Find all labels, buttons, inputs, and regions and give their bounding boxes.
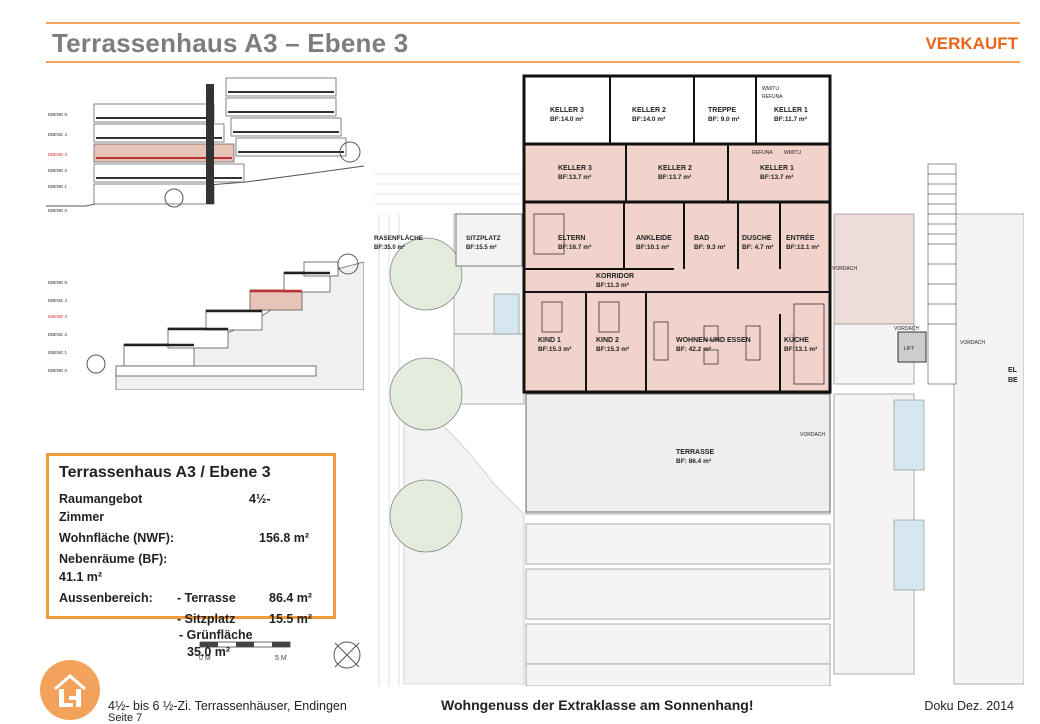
level-label: EBENE 0 <box>48 368 68 373</box>
section-drawing-top: EBENE 5 EBENE 4 EBENE 3 EBENE 2 EBENE 1 … <box>46 66 364 224</box>
canopy-label: VORDACH <box>832 266 857 272</box>
outdoor-label: Aussenbereich: <box>59 591 153 605</box>
room-name: ENTRÉE <box>786 233 815 242</box>
section-drawing-bottom: EBENE 5 EBENE 4 EBENE 3 EBENE 2 EBENE 1 … <box>46 244 364 390</box>
level-label: EBENE 1 <box>48 350 68 355</box>
floor-plan: KELLER 3 BF:14.0 m² KELLER 2 BF:14.0 m² … <box>374 64 1024 686</box>
room-area: BF: 86.4 m² <box>676 458 712 465</box>
room-area: BF:35.0 m² <box>374 244 405 251</box>
terrace-label: - Terrasse <box>177 591 236 605</box>
room-name: KELLER 2 <box>658 165 692 172</box>
room-area: BF:15.3 m² <box>538 346 572 353</box>
room-name: TERRASSE <box>676 449 714 456</box>
seating-value: 15.5 m² <box>269 612 313 626</box>
room-name: KELLER 1 <box>760 165 794 172</box>
living-area-value: 156.8 m² <box>259 531 310 545</box>
room-name: EL <box>1008 367 1018 374</box>
level-label: EBENE 0 <box>48 208 68 213</box>
room-name: KELLER 1 <box>774 107 808 114</box>
room-name: KÜCHE <box>784 335 809 344</box>
footer-page: Seite 7 <box>108 712 143 724</box>
footer-left: 4½- bis 6 ½-Zi. Terrassenhäuser, Endinge… <box>108 699 347 713</box>
outdoor-row: Aussenbereich: - Terrasse 86.4 m² <box>59 589 323 607</box>
room-area: BF: 9.0 m² <box>708 116 740 123</box>
info-title: Terrassenhaus A3 / Ebene 3 <box>59 464 271 481</box>
level-label: EBENE 5 <box>48 112 68 117</box>
scale-bar: 0 M 5 M <box>199 641 291 662</box>
ancillary-value: 41.1 m² <box>59 570 103 584</box>
room-area: BF:14.0 m² <box>550 116 584 123</box>
room-area: BF:11.7 m² <box>774 116 808 123</box>
level-label: EBENE 1 <box>48 184 68 189</box>
utility-label: WM/TU <box>762 86 779 92</box>
level-label: EBENE 4 <box>48 298 68 303</box>
room-name: BE <box>1008 377 1018 384</box>
level-label: EBENE 3 <box>48 314 68 319</box>
room-area: BF:11.3 m² <box>596 282 630 289</box>
room-name: ANKLEIDE <box>636 235 672 242</box>
room-count-row: Raumangebot 4½- <box>59 490 323 508</box>
living-area-label: Wohnfläche (NWF): <box>59 531 175 545</box>
room-name: SITZPLATZ <box>466 235 501 242</box>
room-name: KELLER 2 <box>632 107 666 114</box>
apartment-info-box: Terrassenhaus A3 / Ebene 3 Raumangebot 4½… <box>46 453 336 626</box>
header-top-rule <box>46 22 1020 24</box>
room-name: KORRIDOR <box>596 273 634 280</box>
room-area: BF: 9.3 m² <box>694 244 726 251</box>
level-label: EBENE 2 <box>48 332 68 337</box>
canopy-label: VORDACH <box>894 326 919 332</box>
room-name: KIND 1 <box>538 337 561 344</box>
green-area-value: 35.0 m² <box>187 645 231 659</box>
room-name: WOHNEN UND ESSEN <box>676 337 751 344</box>
green-area-label: - Grünfläche <box>179 628 253 642</box>
room-count-cont: Zimmer <box>59 510 105 524</box>
room-area: BF:13.7 m² <box>760 174 794 181</box>
level-label: EBENE 5 <box>48 280 68 285</box>
lift-label: LIFT <box>904 346 914 352</box>
room-area: BF:10.1 m² <box>636 244 670 251</box>
page-title: Terrassenhaus A3 – Ebene 3 <box>52 28 409 58</box>
room-area: BF: 42.2 m² <box>676 346 712 353</box>
room-area: BF:13.1 m² <box>784 346 818 353</box>
utility-label: REFUNA <box>762 94 783 100</box>
room-name: KELLER 3 <box>550 107 584 114</box>
seating-row: - Sitzplatz 15.5 m² <box>59 610 323 628</box>
level-label: EBENE 2 <box>48 168 68 173</box>
footer-right: Doku Dez. 2014 <box>924 699 1014 713</box>
level-label: EBENE 3 <box>48 152 68 157</box>
room-area: BF:16.7 m² <box>558 244 592 251</box>
footer-center: Wohngenuss der Extraklasse am Sonnenhang… <box>441 697 754 713</box>
room-area: BF:15.3 m² <box>596 346 630 353</box>
room-area: BF:15.5 m² <box>466 244 497 251</box>
room-name: KIND 2 <box>596 337 619 344</box>
room-name: ELTERN <box>558 235 585 242</box>
room-area: BF:12.1 m² <box>786 244 820 251</box>
north-arrow-icon <box>333 641 361 669</box>
utility-label: REFUNA <box>752 150 773 156</box>
seating-label: - Sitzplatz <box>177 612 236 626</box>
canopy-label: VORDACH <box>800 432 825 438</box>
room-count-value: 4½- <box>249 492 271 506</box>
room-name: RASENFLÄCHE <box>374 234 424 242</box>
living-area-row: Wohnfläche (NWF): 156.8 m² <box>59 529 323 547</box>
room-area: BF:13.7 m² <box>658 174 692 181</box>
room-area: BF:14.0 m² <box>632 116 666 123</box>
room-name: KELLER 3 <box>558 165 592 172</box>
room-name: TREPPE <box>708 107 736 114</box>
canopy-label: VORDACH <box>960 340 985 346</box>
room-name: BAD <box>694 235 709 242</box>
level-label: EBENE 4 <box>48 132 68 137</box>
scale-five: 5 M <box>275 655 287 662</box>
terrace-value: 86.4 m² <box>269 591 313 605</box>
room-area: BF: 4.7 m² <box>742 244 774 251</box>
header-bottom-rule <box>46 61 1020 63</box>
room-count-label: Raumangebot <box>59 492 143 506</box>
room-name: DUSCHE <box>742 235 772 242</box>
utility-label: WM/TU <box>784 150 801 156</box>
company-logo-icon <box>40 660 100 720</box>
scale-zero: 0 M <box>199 655 211 662</box>
status-badge: VERKAUFT <box>925 34 1018 53</box>
ancillary-label: Nebenräume (BF): <box>59 552 168 566</box>
room-area: BF:13.7 m² <box>558 174 592 181</box>
